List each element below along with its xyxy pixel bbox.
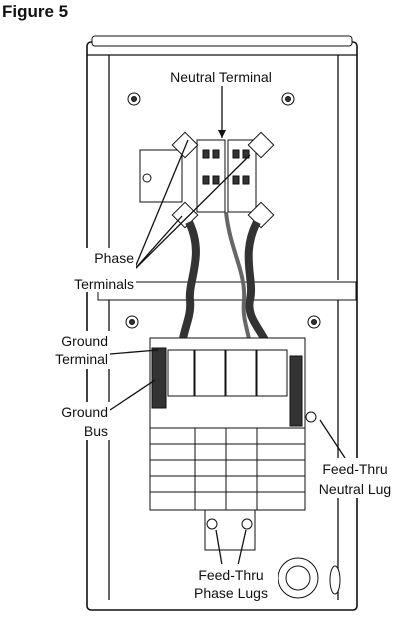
callout-feed-thru-neutral-lug: Feed-Thru Neutral Lug <box>310 458 401 498</box>
callout-feed-thru-phase-lugs: Feed-Thru Phase Lugs <box>184 564 278 604</box>
label-feed-thru-phase-line2: Phase Lugs <box>194 585 268 601</box>
label-feed-thru-neutral-line1: Feed-Thru <box>322 461 387 477</box>
label-neutral-terminal: Neutral Terminal <box>170 69 272 85</box>
label-ground-bus-line1: Ground <box>61 404 108 420</box>
callout-ground-bus: Ground Bus <box>48 402 110 440</box>
conduit-knockout <box>277 557 341 599</box>
mounting-screws <box>125 92 321 329</box>
label-ground-terminal-line1: Ground <box>61 333 108 349</box>
meter-socket-block <box>139 131 275 229</box>
label-ground-bus-line2: Bus <box>84 423 108 439</box>
figure-title: Figure 5 <box>2 2 69 21</box>
callout-neutral-terminal: Neutral Terminal <box>155 66 287 86</box>
callout-ground-terminal: Ground Terminal <box>44 331 110 369</box>
conductors <box>178 211 274 352</box>
label-ground-terminal-line2: Terminal <box>55 351 108 367</box>
breaker-interior <box>149 337 317 551</box>
label-feed-thru-neutral-line2: Neutral Lug <box>319 481 391 497</box>
label-phase-line2: Terminals <box>74 276 134 292</box>
label-phase-line1: Phase <box>94 250 134 266</box>
label-feed-thru-phase-line1: Feed-Thru <box>198 567 263 583</box>
callout-phase-terminals: Phase Terminals <box>54 248 136 292</box>
leader-lines <box>109 86 346 566</box>
